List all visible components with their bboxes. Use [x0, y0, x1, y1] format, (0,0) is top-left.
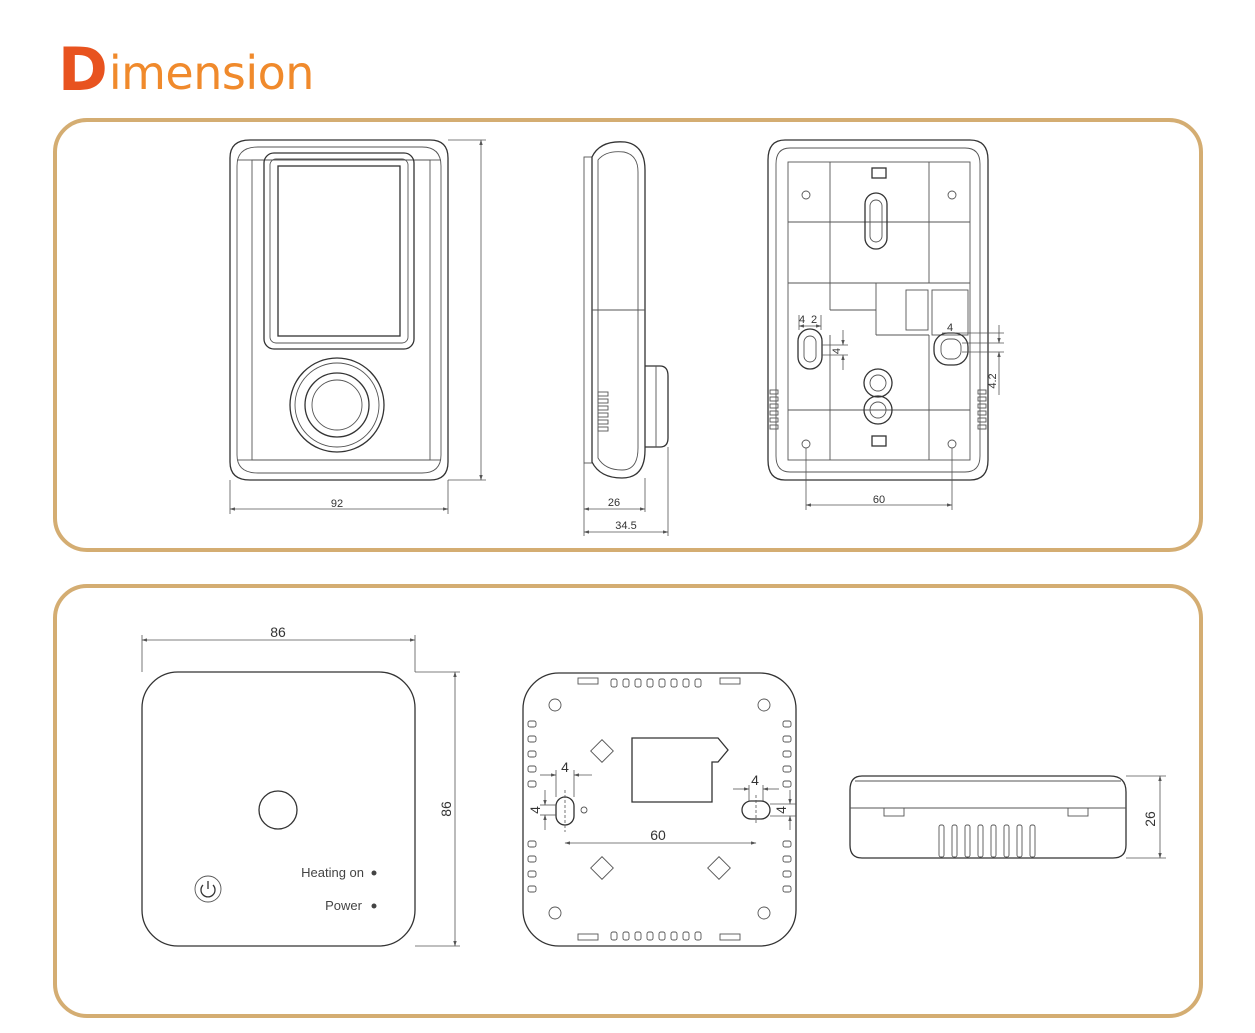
top-side-depth-label: 26	[608, 497, 620, 509]
power-label: Power	[325, 898, 363, 913]
bottom-back-view	[522, 672, 797, 947]
bottom-side-height-label: 26	[1142, 811, 1158, 827]
bottom-front-view	[141, 635, 460, 947]
top-back-view	[767, 139, 1004, 510]
top-front-view	[229, 139, 486, 514]
heating-on-label: Heating on	[301, 865, 364, 880]
power-indicator-dot	[371, 903, 377, 909]
top-side-vents	[597, 391, 609, 432]
top-dial-outer	[289, 357, 385, 453]
bottom-back-left-hole-width-label: 4	[561, 759, 569, 775]
top-back-right-hole-height-label: 4.2	[987, 373, 999, 388]
bottom-back-bottom-vents	[610, 931, 702, 941]
top-front-width-label: 92	[331, 498, 343, 510]
bottom-front-button	[258, 790, 298, 830]
top-side-total-depth-label: 34.5	[615, 520, 636, 532]
bottom-back-top-vents	[610, 678, 702, 688]
bottom-back-right-vents	[782, 720, 792, 893]
page-title-rest: imension	[108, 46, 315, 100]
bottom-front-height-label: 86	[438, 801, 454, 817]
heating-indicator-dot	[371, 870, 377, 876]
bottom-back-left-hole-height-label: 4	[527, 806, 543, 814]
bottom-back-right-hole-width-label: 4	[751, 772, 759, 788]
bottom-back-left-vents	[527, 720, 537, 893]
top-side-view	[583, 141, 669, 536]
bottom-side-vents	[938, 824, 1036, 858]
power-icon	[200, 881, 216, 898]
page-title-first-letter: D	[58, 35, 108, 105]
top-back-hole-spacing-label: 60	[873, 494, 885, 506]
bottom-side-view	[849, 775, 1166, 859]
bottom-back-hole-spacing-label: 60	[650, 827, 666, 843]
top-back-right-hole-width-label: 4	[947, 322, 953, 334]
top-back-hole-height-label: 4	[831, 348, 843, 354]
top-back-vents	[769, 389, 987, 430]
bottom-back-right-hole-height-label: 4	[773, 806, 789, 814]
top-back-hole-offset-label: 2	[811, 314, 817, 326]
top-back-hole-width-label: 4	[799, 314, 805, 326]
bottom-front-width-label: 86	[270, 624, 286, 640]
